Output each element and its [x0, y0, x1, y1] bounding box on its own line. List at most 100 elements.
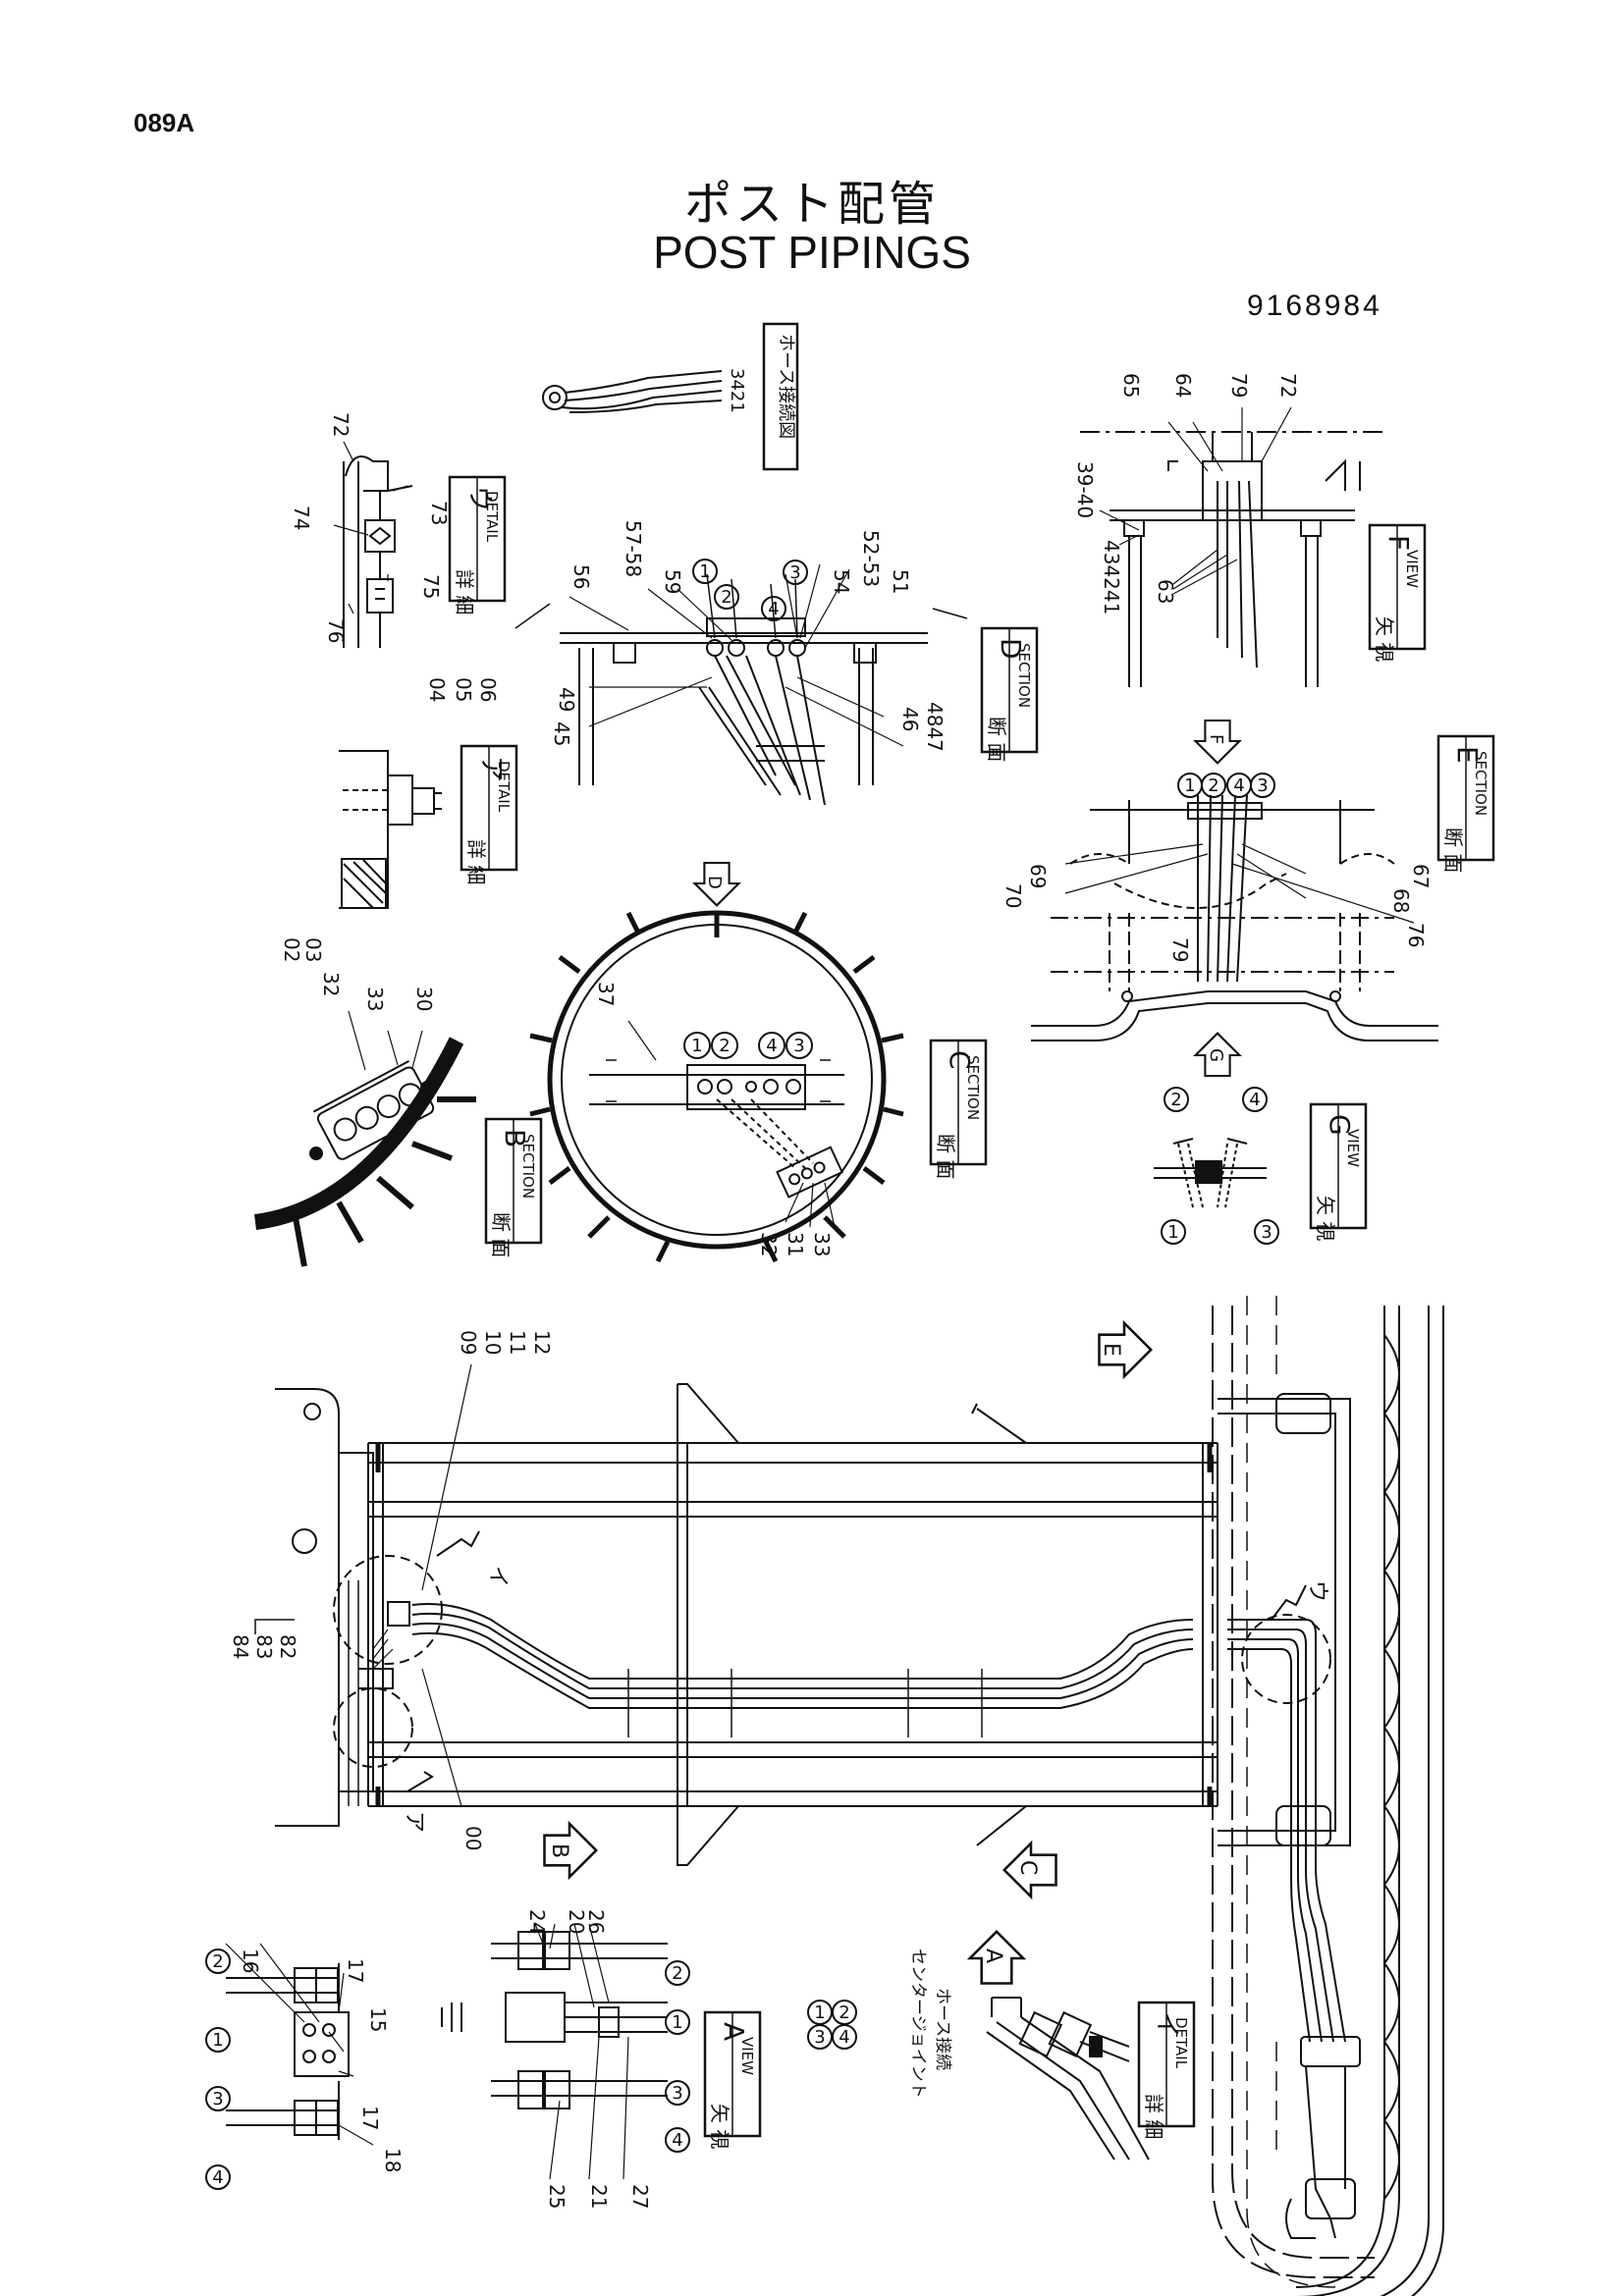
part-00: 00	[461, 1826, 485, 1850]
part-18: 18	[381, 2148, 405, 2172]
part-79: 79	[1227, 373, 1251, 398]
detail-u-letter: ウ	[464, 486, 494, 511]
section-en-label-c: SECTION	[964, 1055, 982, 1120]
circled-numbers: 1 2 4 3 1 2 4 3 1 2 4 3 2 4 1 3 2 1 3 4 …	[205, 559, 1279, 2190]
svg-text:1: 1	[672, 2012, 682, 2033]
title-japanese: ポスト配管	[683, 177, 940, 232]
circle-number-2-bl: 2	[205, 1949, 231, 1974]
main-elevation-drawing	[254, 1383, 1331, 1866]
part-43-42-41: 434241	[1100, 540, 1123, 614]
circle-number-2-g: 2	[1164, 1087, 1189, 1112]
view-jp-label-f: 矢 視	[1373, 616, 1396, 662]
circle-number-3-cj: 3	[807, 2024, 833, 2050]
detail-jp-label-2: 詳 細	[464, 839, 488, 884]
section-en-label-e: SECTION	[1472, 751, 1489, 816]
detail-jp-label-i: 詳 細	[1142, 2094, 1165, 2139]
part-49: 49	[555, 687, 578, 712]
arrow-d-letter: D	[704, 876, 725, 889]
svg-text:3: 3	[1261, 1222, 1272, 1243]
part-65: 65	[1119, 373, 1143, 398]
part-46: 46	[898, 707, 922, 731]
view-f-drawing	[1080, 431, 1384, 687]
circle-number-3-d: 3	[783, 560, 808, 585]
part-75: 75	[419, 574, 443, 599]
part-12: 12	[530, 1330, 554, 1355]
part-26: 26	[584, 1909, 608, 1934]
part-51: 51	[889, 569, 912, 594]
center-joint-label: センタージョイント	[908, 1949, 928, 2099]
part-52-53: 52-53	[859, 530, 883, 587]
part-16: 16	[239, 1949, 262, 1973]
part-03: 03	[301, 937, 325, 962]
detail-i-drawing	[986, 1997, 1150, 2161]
svg-text:4: 4	[1233, 775, 1244, 796]
section-d-letter: D	[995, 638, 1027, 660]
part-11: 11	[506, 1330, 529, 1355]
part-83: 83	[252, 1634, 276, 1659]
part-10: 10	[481, 1330, 505, 1355]
section-jp-label-b: 断 面	[489, 1212, 513, 1257]
detail-en-label-i: DETAIL	[1172, 2017, 1190, 2069]
hose-connection-label: ホース接続図	[776, 334, 796, 439]
hose-connection-titlebox	[762, 322, 799, 471]
circle-number-4-g: 4	[1242, 1087, 1268, 1112]
part-63: 63	[1154, 579, 1177, 604]
circle-number-2-a: 2	[665, 1960, 690, 1986]
svg-text:2: 2	[672, 1963, 682, 1984]
part-59: 59	[661, 569, 684, 594]
part-48-47: 4847	[923, 702, 947, 752]
section-b-drawing	[253, 1037, 476, 1267]
svg-text:4: 4	[839, 2027, 849, 2048]
part-05: 05	[452, 677, 475, 702]
circle-number-2-d: 2	[714, 584, 739, 610]
view-g-letter: G	[1324, 1114, 1356, 1136]
part-number: 9168984	[1247, 290, 1382, 322]
leader-lines	[225, 406, 1415, 2180]
part-70: 70	[1001, 883, 1025, 908]
svg-text:3: 3	[793, 1036, 804, 1056]
part-39-40: 39-40	[1073, 461, 1097, 518]
svg-text:2: 2	[1208, 775, 1218, 796]
center-joint-hose-label: ホース接続	[933, 1988, 952, 2070]
circle-number-3-bl: 3	[205, 2086, 231, 2111]
detail-jp-label: 詳 細	[453, 569, 476, 614]
detail-i-letter: イ	[1152, 2012, 1181, 2038]
part-30: 30	[412, 987, 436, 1011]
part-45: 45	[550, 721, 573, 746]
section-d-drawing	[514, 573, 968, 806]
detail-marker-a: ア	[402, 1811, 426, 1833]
circle-number-1-a: 1	[665, 2009, 690, 2035]
circle-number-4-cj: 4	[832, 2024, 857, 2050]
part-68: 68	[1389, 888, 1413, 913]
arrow-e-letter: E	[1099, 1343, 1123, 1357]
part-33-c: 33	[810, 1232, 834, 1256]
part-15: 15	[366, 2007, 390, 2032]
detail-u-drawing	[343, 455, 413, 648]
section-c-letter: C	[944, 1050, 976, 1070]
svg-text:1: 1	[691, 1036, 702, 1056]
part-54: 54	[830, 569, 853, 594]
circle-number-1-d: 1	[692, 559, 718, 584]
arrow-a-letter: A	[981, 1949, 1005, 1963]
arrow-g-letter: G	[1206, 1048, 1226, 1062]
part-72: 72	[329, 412, 352, 437]
circle-number-3-g: 3	[1254, 1219, 1279, 1245]
detail-marker-u: ウ	[1305, 1580, 1329, 1602]
svg-text:3: 3	[789, 562, 800, 583]
svg-text:1: 1	[699, 561, 710, 582]
part-32: 32	[319, 972, 343, 996]
circle-number-1-cj: 1	[807, 2000, 833, 2025]
circle-number-1-g: 1	[1161, 1219, 1186, 1245]
view-en-label-a: VIEW	[738, 2037, 756, 2075]
part-69: 69	[1026, 864, 1050, 888]
part-79-e: 79	[1168, 937, 1192, 962]
circle-number-1-c: 1	[683, 1032, 711, 1059]
circle-number-4-bl: 4	[205, 2164, 231, 2190]
part-76: 76	[324, 618, 348, 643]
section-jp-label-d: 断 面	[985, 717, 1008, 762]
part-84: 84	[229, 1634, 252, 1659]
detail-marker-i: イ	[485, 1566, 510, 1587]
section-e-drawing	[1031, 794, 1438, 1041]
svg-text:2: 2	[721, 587, 731, 608]
section-b-letter: B	[499, 1129, 531, 1148]
